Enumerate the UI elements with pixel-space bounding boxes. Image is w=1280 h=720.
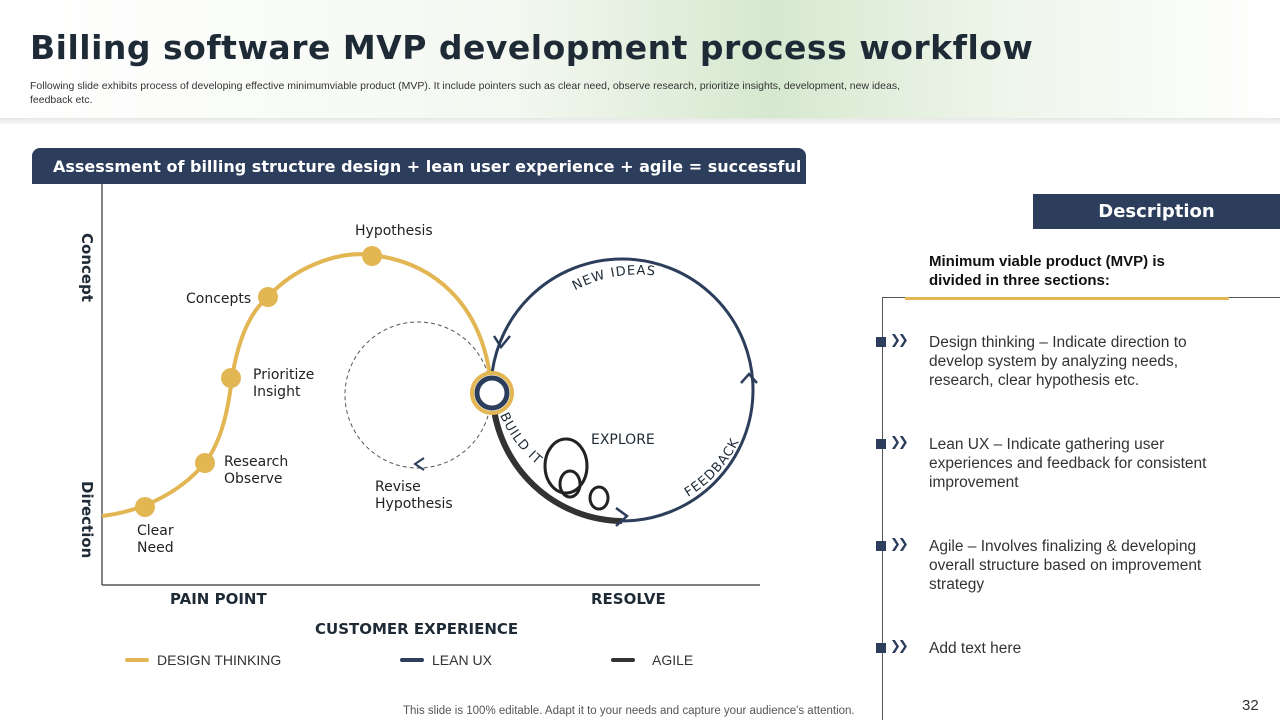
bullet-square-icon [876,541,886,551]
header-divider [0,118,1280,124]
node-prioritize-insight [221,368,241,388]
revise-arrow-icon [413,457,425,471]
x-axis-label-pain-point: PAIN POINT [170,590,267,608]
header-band [0,0,1280,122]
agile-build-segment [490,399,623,524]
description-item: ❯❯ Design thinking – Indicate direction … [876,333,1219,390]
legend-label-lean-ux: LEAN UX [432,652,492,668]
revise-hypothesis-loop [344,321,492,469]
description-item: ❯❯ Lean UX – Indicate gathering user exp… [876,435,1219,492]
footer-note: This slide is 100% editable. Adapt it to… [403,705,855,717]
formula-banner: Assessment of billing structure design +… [32,148,847,184]
node-concepts [258,287,278,307]
label-research-observe: Research Observe [224,454,293,487]
description-item: ❯❯ Add text here [876,639,1219,658]
description-intro: Minimum viable product (MVP) is divided … [929,253,1165,289]
description-item: ❯❯ Agile – Involves finalizing & develop… [876,537,1219,594]
legend-swatch-agile [611,658,635,662]
legend-lean-ux: LEAN UX [400,652,492,668]
cycle-arrow-icon [615,506,629,527]
slide-title: Billing software MVP development process… [30,28,1034,67]
page-number: 32 [1242,697,1259,714]
label-clear-need: Clear Need [137,523,178,556]
label-hypothesis: Hypothesis [355,223,433,239]
legend-swatch-lean-ux [400,658,424,662]
double-chevron-icon: ❯❯ [890,333,909,348]
cycle-arrow-icon [740,372,758,384]
bullet-square-icon [876,643,886,653]
node-clear-need [135,497,155,517]
legend-label-design-thinking: DESIGN THINKING [157,652,282,668]
slide-subtitle: Following slide exhibits process of deve… [30,80,900,106]
label-prioritize-insight: Prioritize Insight [253,367,319,400]
label-concepts: Concepts [186,291,251,307]
cycle-label-feedback: FEEDBACK [682,436,743,501]
description-header: Description [1033,194,1280,229]
double-chevron-icon: ❯❯ [890,537,909,552]
legend-swatch-design-thinking [125,658,149,662]
description-accent-line [905,297,1229,300]
legend-agile: AGILE [611,652,693,668]
cycle-arrow-icon [492,335,511,350]
explore-loop-medium [558,469,582,499]
legend-label-agile: AGILE [652,652,694,668]
description-item-text: Lean UX – Indicate gathering user experi… [929,436,1207,491]
y-axis-label-direction: Direction [78,481,96,558]
legend-design-thinking: DESIGN THINKING [125,652,281,668]
x-axis-label-resolve: RESOLVE [591,590,666,608]
label-revise-hypothesis: Revise Hypothesis [375,479,453,512]
bullet-square-icon [876,337,886,347]
description-item-text: Add text here [929,640,1022,657]
design-thinking-curve [101,252,494,518]
description-item-text: Design thinking – Indicate direction to … [929,334,1187,389]
node-hypothesis [362,246,382,266]
node-research-observe [195,453,215,473]
explore-loop-small [588,485,610,511]
double-chevron-icon: ❯❯ [890,435,909,450]
cycle-label-new-ideas: NEW IDEAS [570,263,657,294]
junction-node-inner [474,375,510,411]
double-chevron-icon: ❯❯ [890,639,909,654]
explore-loop-large [543,437,589,495]
explore-label: EXPLORE [591,432,655,448]
description-item-text: Agile – Involves finalizing & developing… [929,538,1202,593]
description-border [882,297,883,720]
bullet-square-icon [876,439,886,449]
x-axis-title: CUSTOMER EXPERIENCE [315,620,518,638]
y-axis-label-concept: Concept [78,233,96,302]
